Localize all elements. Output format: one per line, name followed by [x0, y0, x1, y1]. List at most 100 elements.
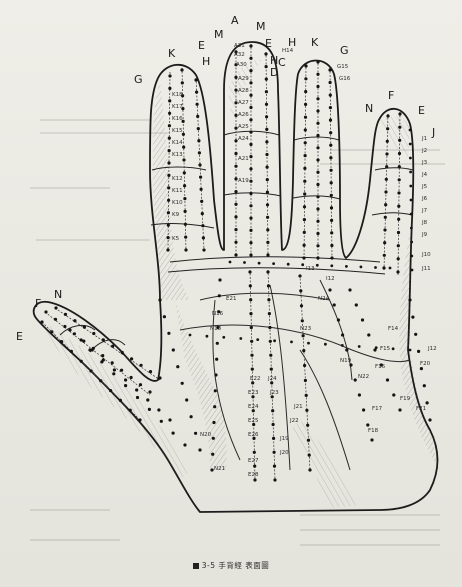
point-label: F20 [420, 361, 431, 367]
acupoint-dot [195, 91, 198, 94]
acupoint-dot [329, 156, 332, 159]
acupoint-dot [341, 333, 344, 336]
acupoint-dot [303, 231, 306, 234]
acupoint-dot [183, 197, 186, 200]
acupoint-dot [304, 103, 307, 106]
acupoint-dot [345, 265, 348, 268]
acupoint-dot [273, 465, 276, 468]
acupoint-dot [329, 106, 332, 109]
acupoint-dot [168, 124, 171, 127]
point-label: K17 [172, 104, 183, 110]
acupoint-dot [385, 152, 388, 155]
acupoint-dot [138, 418, 141, 421]
acupoint-dot [330, 231, 333, 234]
acupoint-dot [329, 131, 332, 134]
acupoint-dot [60, 340, 63, 343]
acupoint-dot [70, 350, 73, 353]
point-label: J21 [293, 404, 303, 410]
acupoint-dot [44, 310, 47, 313]
acupoint-dot [396, 270, 399, 273]
point-label: E23 [248, 390, 259, 396]
acupoint-dot [302, 349, 305, 352]
acupoint-dot [129, 409, 132, 412]
point-label: J4 [421, 172, 428, 178]
point-label: H14 [282, 48, 294, 54]
acupoint-dot [398, 178, 401, 181]
acupoint-dot [414, 333, 417, 336]
point-label: F14 [388, 326, 399, 332]
acupoint-dot [316, 256, 319, 259]
label-m-2: M [256, 20, 266, 33]
acupoint-dot [361, 318, 364, 321]
acupoint-dot [200, 188, 203, 191]
point-label: A19 [238, 178, 249, 184]
point-label: E25 [248, 418, 259, 424]
acupoint-dot [198, 151, 201, 154]
acupoint-dot [201, 224, 204, 227]
acupoint-dot [330, 244, 333, 247]
acupoint-dot [140, 364, 143, 367]
acupoint-dot [330, 194, 333, 197]
acupoint-dot [409, 129, 412, 132]
point-label: J7 [421, 208, 428, 214]
acupoint-dot [420, 367, 423, 370]
acupoint-dot [316, 97, 319, 100]
acupoint-dot [160, 420, 163, 423]
acupoint-dot [194, 432, 197, 435]
acupoint-dot [329, 94, 332, 97]
acupoint-dot [180, 68, 183, 71]
acupoint-dot [397, 231, 400, 234]
acupoint-dot [266, 191, 269, 194]
acupoint-dot [337, 318, 340, 321]
acupoint-dot [167, 224, 170, 227]
acupoint-dot [234, 203, 237, 206]
acupoint-dot [426, 401, 429, 404]
acupoint-dot [316, 244, 319, 247]
acupoint-dot [130, 376, 133, 379]
point-label: G16 [339, 76, 351, 82]
acupoint-dot [172, 348, 175, 351]
acupoint-dot [271, 409, 274, 412]
acupoint-dot [316, 85, 319, 88]
acupoint-dot [73, 319, 76, 322]
acupoint-dot [63, 325, 66, 328]
acupoint-dot [184, 210, 187, 213]
label-d: D [270, 66, 278, 79]
acupoint-dot [290, 341, 293, 344]
acupoint-dot [266, 166, 269, 169]
point-label: K16 [172, 116, 183, 122]
acupoint-dot [329, 144, 332, 147]
acupoint-dot [249, 253, 252, 256]
acupoint-dot [300, 304, 303, 307]
acupoint-dot [329, 81, 332, 84]
acupoint-dot [272, 437, 275, 440]
acupoint-dot [410, 213, 413, 216]
acupoint-dot [266, 241, 269, 244]
acupoint-dot [168, 112, 171, 115]
point-label: K13 [172, 152, 183, 158]
acupoint-dot [136, 396, 139, 399]
acupoint-dot [270, 368, 273, 371]
acupoint-dot [181, 81, 184, 84]
acupoint-dot [384, 203, 387, 206]
acupoint-dot [119, 399, 122, 402]
point-label: N21 [214, 466, 225, 472]
acupoint-dot [307, 439, 310, 442]
acupoint-dot [398, 139, 401, 142]
acupoint-dot [304, 141, 307, 144]
acupoint-dot [267, 298, 270, 301]
point-label: J24 [267, 376, 277, 382]
acupoint-dot [101, 354, 104, 357]
point-label: J23 [269, 390, 279, 396]
point-label: K18 [172, 92, 183, 98]
acupoint-dot [316, 122, 319, 125]
label-e-3: E [418, 104, 425, 117]
acupoint-dot [249, 167, 252, 170]
acupoint-dot [229, 261, 232, 264]
acupoint-dot [397, 205, 400, 208]
acupoint-dot [305, 409, 308, 412]
point-label: J6 [421, 196, 428, 202]
label-n-2: N [54, 288, 62, 301]
acupoint-dot [234, 165, 237, 168]
acupoint-dot [386, 378, 389, 381]
